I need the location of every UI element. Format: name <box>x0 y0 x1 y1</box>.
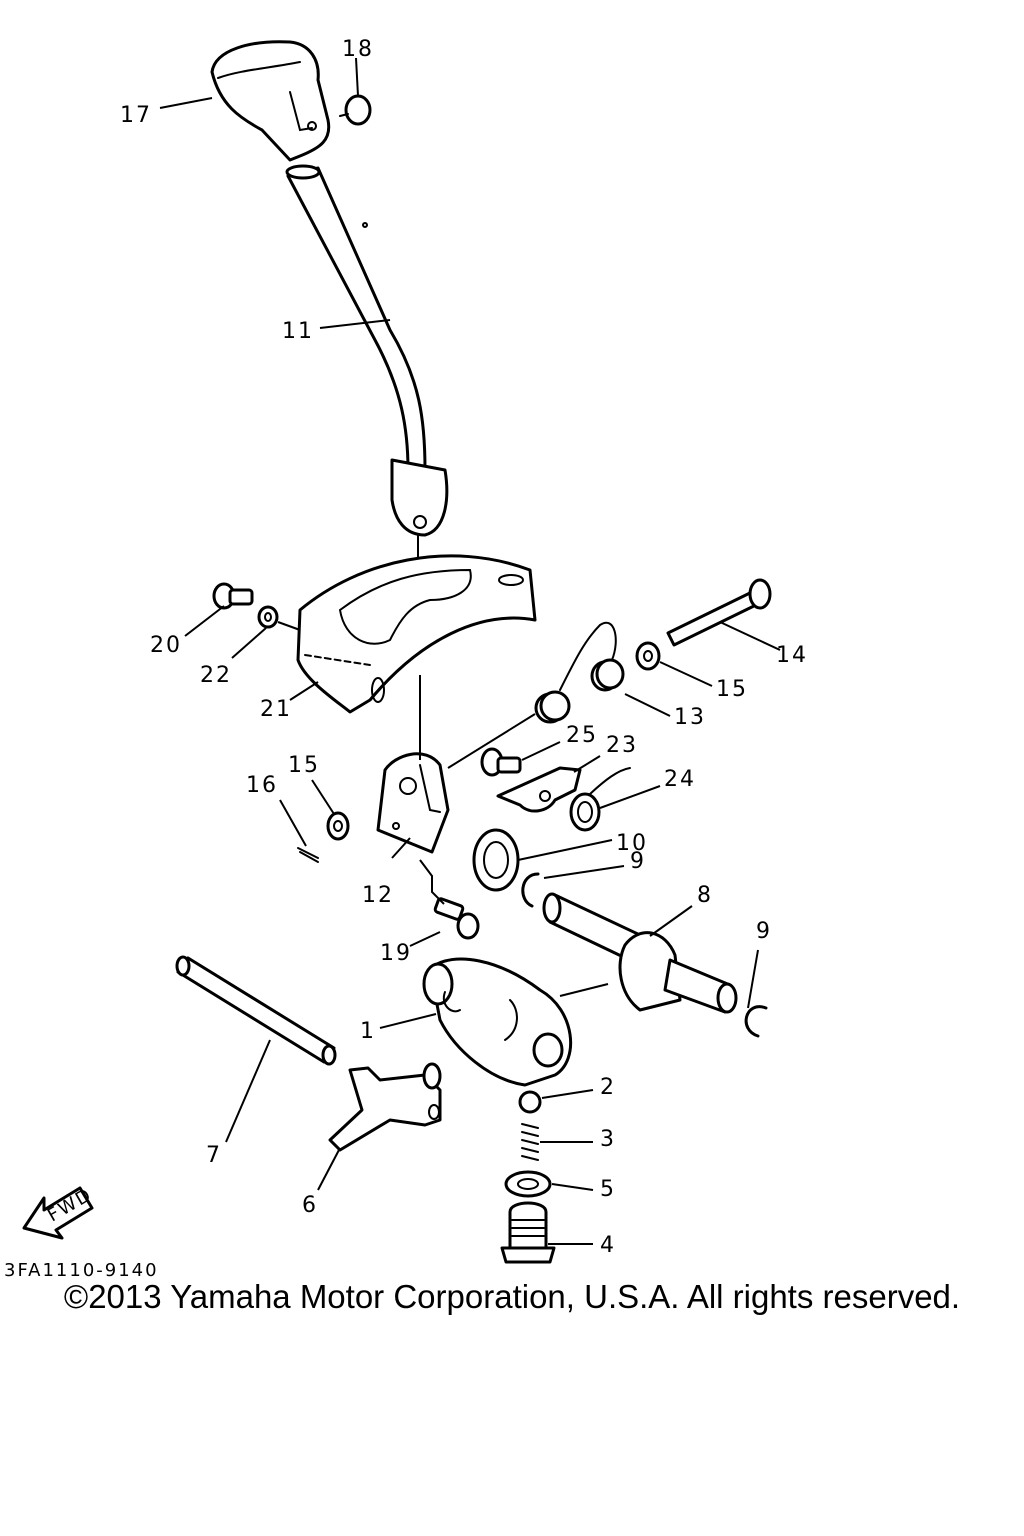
copyright-notice: ©2013 Yamaha Motor Corporation, U.S.A. A… <box>63 1278 961 1315</box>
fwd-arrow-icon: FWD <box>22 1184 96 1240</box>
callout-1: 1 <box>360 1019 376 1044</box>
bolt-25 <box>480 747 522 777</box>
exploded-parts-diagram: FWD 1 2 3 4 5 6 <box>4 37 808 1281</box>
shift-drum-1 <box>422 957 572 1087</box>
guide-bar-7 <box>175 955 337 1066</box>
callout-3: 3 <box>600 1127 616 1152</box>
callout-19: 19 <box>380 941 412 966</box>
cotter-pin-16 <box>297 847 319 863</box>
callout-20: 20 <box>150 633 182 658</box>
pin-14 <box>666 578 772 647</box>
callout-2: 2 <box>600 1075 616 1100</box>
shift-knob <box>210 40 331 162</box>
spring-13 <box>534 621 625 724</box>
plug-4 <box>500 1201 556 1264</box>
callout-7: 7 <box>206 1143 222 1168</box>
bolt-19 <box>433 897 480 940</box>
shift-guide <box>296 554 537 714</box>
callout-23: 23 <box>606 733 638 758</box>
callout-6: 6 <box>302 1193 318 1218</box>
knob-cap <box>339 94 372 126</box>
drawing-code: 3FA1110-9140 <box>4 1260 159 1281</box>
callout-14: 14 <box>776 643 808 668</box>
callout-13: 13 <box>674 705 706 730</box>
circlip-9-right <box>744 1005 768 1038</box>
callout-9-lower: 9 <box>756 919 772 944</box>
bolt-20 <box>212 582 254 610</box>
circlip-9-left <box>521 872 540 908</box>
ball-2 <box>518 1090 542 1114</box>
callout-17: 17 <box>120 103 152 128</box>
shift-shaft-8 <box>542 892 738 1014</box>
callout-22: 22 <box>200 663 232 688</box>
washer-22 <box>257 605 279 629</box>
callout-25: 25 <box>566 723 598 748</box>
callout-18: 18 <box>342 37 374 62</box>
callout-15-lower: 15 <box>288 753 320 778</box>
callout-5: 5 <box>600 1177 616 1202</box>
callout-10: 10 <box>616 831 648 856</box>
washer-5 <box>504 1170 552 1198</box>
shift-arm-12 <box>376 675 450 854</box>
callout-4: 4 <box>600 1233 616 1258</box>
shift-fork-6 <box>328 1062 442 1152</box>
stopper-lever-23 <box>496 766 582 813</box>
callout-12: 12 <box>362 883 394 908</box>
callout-11: 11 <box>282 319 314 344</box>
leader-lines <box>159 57 781 1245</box>
bearing-10 <box>472 828 520 892</box>
shift-lever <box>285 164 449 565</box>
spring-24 <box>569 767 631 832</box>
callout-24: 24 <box>664 767 696 792</box>
callout-15-upper: 15 <box>716 677 748 702</box>
washer-15-lower <box>326 811 350 841</box>
spring-3 <box>521 1123 539 1161</box>
washer-15-upper <box>635 641 661 671</box>
callout-21: 21 <box>260 697 292 722</box>
callout-16: 16 <box>246 773 278 798</box>
callout-9-upper: 9 <box>630 849 646 874</box>
callout-8: 8 <box>697 883 713 908</box>
